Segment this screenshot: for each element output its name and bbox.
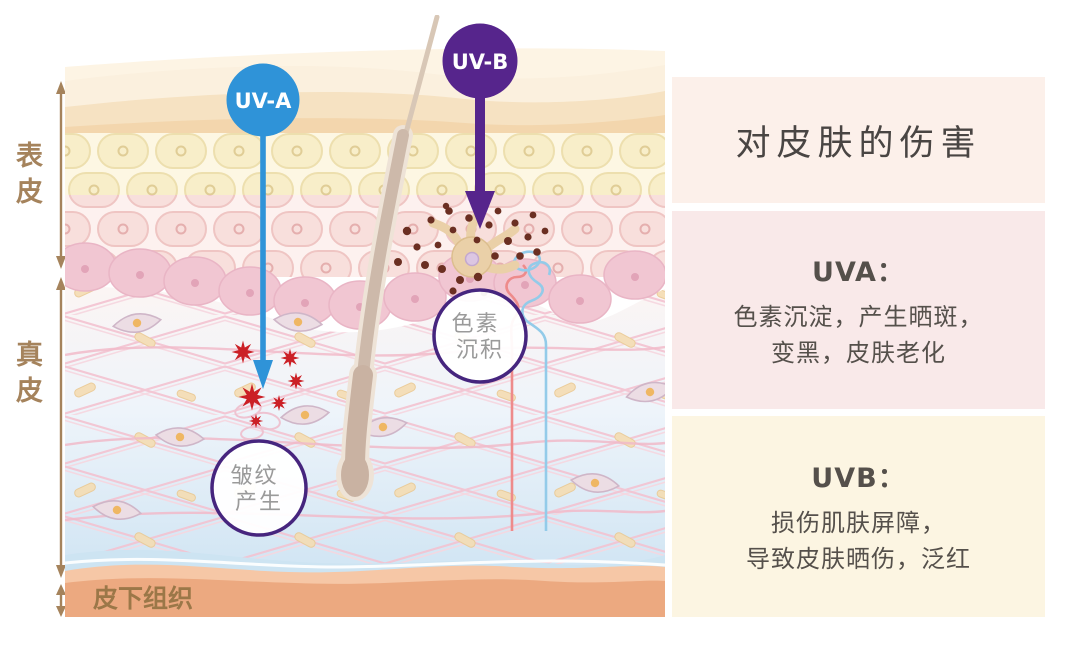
uvb-badge: UV-B	[442, 23, 518, 99]
uvb-info-block: UVB： 损伤肌肤屏障， 导致皮肤晒伤，泛红	[672, 416, 1045, 617]
layer-depth-arrows	[56, 81, 66, 617]
uvb-ray-arrow	[465, 95, 495, 229]
melanocyte	[394, 202, 549, 297]
skin-cross-section: 皮下组织	[65, 15, 665, 617]
uva-badge-label: UV-A	[235, 89, 292, 113]
svg-text:皱纹 产生: 皱纹 产生	[230, 464, 287, 515]
uva-info-block: UVA： 色素沉淀，产生晒斑， 变黑，皮肤老化	[672, 211, 1045, 409]
dermis-label: 真皮	[11, 340, 42, 412]
panel-title-block: 对皮肤的伤害	[672, 77, 1045, 203]
panel-title: 对皮肤的伤害	[735, 123, 982, 164]
wrinkle-damage	[231, 340, 305, 441]
uva-effect-line-2: 变黑，皮肤老化	[771, 338, 946, 367]
uvb-heading: UVB：	[811, 463, 906, 494]
epidermis-label: 表皮	[11, 141, 42, 213]
wrinkle-callout: 皱纹 产生	[210, 439, 308, 537]
uva-badge: UV-A	[226, 63, 300, 137]
svg-text:色素 沉积: 色素 沉积	[451, 312, 508, 363]
uva-heading: UVA：	[812, 256, 905, 288]
subcutaneous-layer: 皮下组织	[65, 564, 665, 617]
pigment-callout: 色素 沉积	[432, 288, 528, 384]
uvb-effect-line-2: 导致皮肤晒伤，泛红	[746, 545, 971, 573]
uva-effect-line-1: 色素沉淀，产生晒斑，	[733, 302, 984, 331]
subcutaneous-label: 皮下组织	[93, 584, 193, 613]
uvb-badge-label: UV-B	[452, 50, 509, 74]
skin-surface	[65, 48, 665, 141]
uva-ray-arrow	[253, 133, 273, 389]
uvb-effect-line-1: 损伤肌肤屏障，	[771, 509, 946, 537]
hair-follicle	[336, 15, 440, 501]
